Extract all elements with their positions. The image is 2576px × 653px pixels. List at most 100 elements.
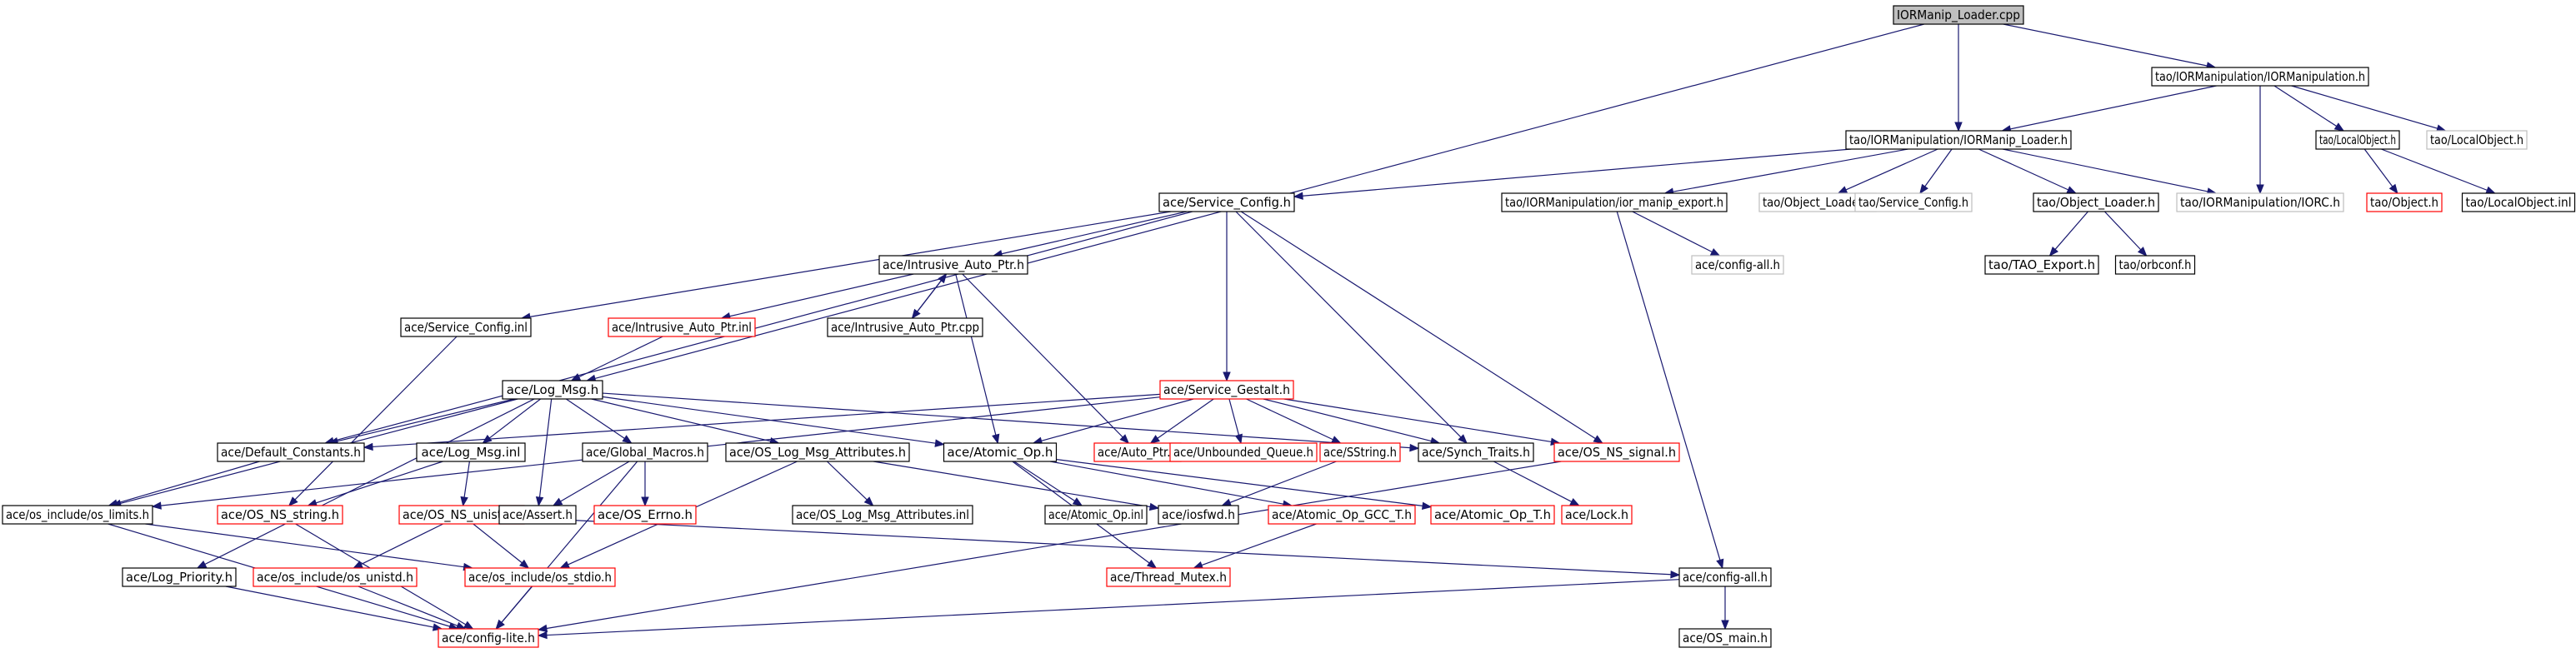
node-ace-iosfwd-h[interactable]: ace/iosfwd.h [1158,505,1239,525]
node-box[interactable] [217,442,365,462]
node-box[interactable] [1501,192,1728,212]
node-box[interactable] [2176,192,2344,212]
node-box[interactable] [1158,192,1295,212]
node-ace-thread-mutex-h[interactable]: ace/Thread_Mutex.h [1106,567,1231,587]
node-ace-assert-h[interactable]: ace/Assert.h [498,505,577,525]
node-ace-intrusive-auto-ptr-h[interactable]: ace/Intrusive_Auto_Ptr.h [878,255,1028,275]
node-tao-service-config-h[interactable]: tao/Service_Config.h [1854,192,1973,212]
node-tao-iormanipulation-ior-manip-export-h[interactable]: tao/IORManipulation/ior_manip_export.h [1501,192,1728,212]
node-tao-tao-export-h[interactable]: tao/TAO_Export.h [1984,255,2099,275]
node-box[interactable] [464,567,616,587]
node-box[interactable] [792,505,973,525]
node-box[interactable] [1159,380,1294,400]
node-ace-os-include-os-stdio-h[interactable]: ace/os_include/os_stdio.h [464,567,616,587]
node-box[interactable] [2426,130,2528,150]
node-box[interactable] [725,442,910,462]
edge-n21-n28 [1228,398,1243,445]
node-ace-atomic-op-gcc-t-h[interactable]: ace/Atomic_Op_GCC_T.h [1268,505,1416,525]
node-ace-log-msg-h[interactable]: ace/Log_Msg.h [502,380,603,400]
node-box[interactable] [400,317,532,337]
node-box[interactable] [438,628,539,648]
node-tao-object-h[interactable]: tao/Object.h [2366,192,2443,212]
node-box[interactable] [582,442,708,462]
node-box[interactable] [1561,505,1633,525]
node-ace-service-gestalt-h[interactable]: ace/Service_Gestalt.h [1159,380,1294,400]
node-ace-auto-ptr-h[interactable]: ace/Auto_Ptr.h [1093,442,1182,462]
node-box[interactable] [1553,442,1680,462]
edge-n21-n22 [363,393,1161,451]
node-tao-localobject-inl[interactable]: tao/LocalObject.inl [2461,192,2576,212]
node-tao-localobject-h[interactable]: tao/LocalObject.h [2315,130,2400,150]
node-ace-os-ns-signal-h[interactable]: ace/OS_NS_signal.h [1553,442,1680,462]
node-box[interactable] [2366,192,2443,212]
node-tao-iormanipulation-iorc-h[interactable]: tao/IORManipulation/IORC.h [2176,192,2344,212]
node-box[interactable] [608,317,756,337]
node-ace-global-macros-h[interactable]: ace/Global_Macros.h [582,442,708,462]
node-ace-atomic-op-t-h[interactable]: ace/Atomic_Op_T.h [1430,505,1555,525]
node-ace-service-config-h[interactable]: ace/Service_Config.h [1158,192,1295,212]
node-box[interactable] [1845,130,2072,150]
node-ace-os-ns-unistd-h[interactable]: ace/OS_NS_unistd.h [398,505,525,525]
node-box[interactable] [1678,628,1772,648]
node-box[interactable] [2114,255,2196,275]
node-box[interactable] [1319,442,1401,462]
node-box[interactable] [2315,130,2400,150]
node-box[interactable] [122,567,237,587]
node-ace-os-log-msg-attributes-h[interactable]: ace/OS_Log_Msg_Attributes.h [725,442,910,462]
node-ace-atomic-op-inl[interactable]: ace/Atomic_Op.inl [1044,505,1148,525]
node-box[interactable] [1044,505,1148,525]
node-box[interactable] [827,317,983,337]
node-box[interactable] [1169,442,1318,462]
node-ace-lock-h[interactable]: ace/Lock.h [1561,505,1633,525]
node-box[interactable] [878,255,1028,275]
node-box[interactable] [1984,255,2099,275]
node-ace-config-lite-h[interactable]: ace/config-lite.h [438,628,539,648]
node-ace-os-include-os-limits-h[interactable]: ace/os_include/os_limits.h [2,505,153,525]
node-ace-os-ns-string-h[interactable]: ace/OS_NS_string.h [217,505,343,525]
node-box[interactable] [2461,192,2576,212]
node-tao-object-loader-h[interactable]: tao/Object_Loader.h [1758,192,1877,212]
node-box[interactable] [1678,567,1772,587]
node-ace-default-constants-h[interactable]: ace/Default_Constants.h [217,442,365,462]
node-box[interactable] [1893,5,2024,25]
node-ace-sstring-h[interactable]: ace/SString.h [1319,442,1401,462]
node-ace-config-all-h[interactable]: ace/config-all.h [1678,567,1772,587]
node-iormanip-loader-cpp[interactable]: IORManip_Loader.cpp [1893,5,2024,25]
node-box[interactable] [2033,192,2159,212]
node-tao-localobject-h[interactable]: tao/LocalObject.h [2426,130,2528,150]
node-ace-synch-traits-h[interactable]: ace/Synch_Traits.h [1418,442,1534,462]
node-ace-os-main-h[interactable]: ace/OS_main.h [1678,628,1772,648]
node-box[interactable] [498,505,577,525]
node-ace-os-errno-h[interactable]: ace/OS_Errno.h [593,505,697,525]
node-ace-unbounded-queue-h[interactable]: ace/Unbounded_Queue.h [1169,442,1318,462]
node-box[interactable] [593,505,697,525]
node-box[interactable] [1418,442,1534,462]
node-box[interactable] [2,505,153,525]
node-tao-object-loader-h[interactable]: tao/Object_Loader.h [2033,192,2159,212]
node-ace-intrusive-auto-ptr-cpp[interactable]: ace/Intrusive_Auto_Ptr.cpp [827,317,983,337]
node-box[interactable] [1158,505,1239,525]
node-tao-iormanipulation-iormanipulation-h[interactable]: tao/IORManipulation/IORManipulation.h [2151,67,2369,87]
node-box[interactable] [217,505,343,525]
node-box[interactable] [253,567,418,587]
node-ace-config-all-h[interactable]: ace/config-all.h [1691,255,1784,275]
node-ace-intrusive-auto-ptr-inl[interactable]: ace/Intrusive_Auto_Ptr.inl [608,317,756,337]
node-box[interactable] [943,442,1058,462]
node-ace-service-config-inl[interactable]: ace/Service_Config.inl [400,317,532,337]
node-box[interactable] [1691,255,1784,275]
edge-n6-n14 [1632,211,1721,257]
node-box[interactable] [1430,505,1555,525]
node-tao-orbconf-h[interactable]: tao/orbconf.h [2114,255,2196,275]
node-tao-iormanipulation-iormanip-loader-h[interactable]: tao/IORManipulation/IORManip_Loader.h [1845,130,2072,150]
node-box[interactable] [1268,505,1416,525]
node-ace-os-log-msg-attributes-inl[interactable]: ace/OS_Log_Msg_Attributes.inl [792,505,973,525]
node-box[interactable] [1854,192,1973,212]
node-box[interactable] [1106,567,1231,587]
node-box[interactable] [2151,67,2369,87]
node-box[interactable] [502,380,603,400]
node-ace-atomic-op-h[interactable]: ace/Atomic_Op.h [943,442,1058,462]
node-box[interactable] [416,442,526,462]
node-ace-os-include-os-unistd-h[interactable]: ace/os_include/os_unistd.h [253,567,418,587]
node-ace-log-priority-h[interactable]: ace/Log_Priority.h [122,567,237,587]
node-ace-log-msg-inl[interactable]: ace/Log_Msg.inl [416,442,526,462]
